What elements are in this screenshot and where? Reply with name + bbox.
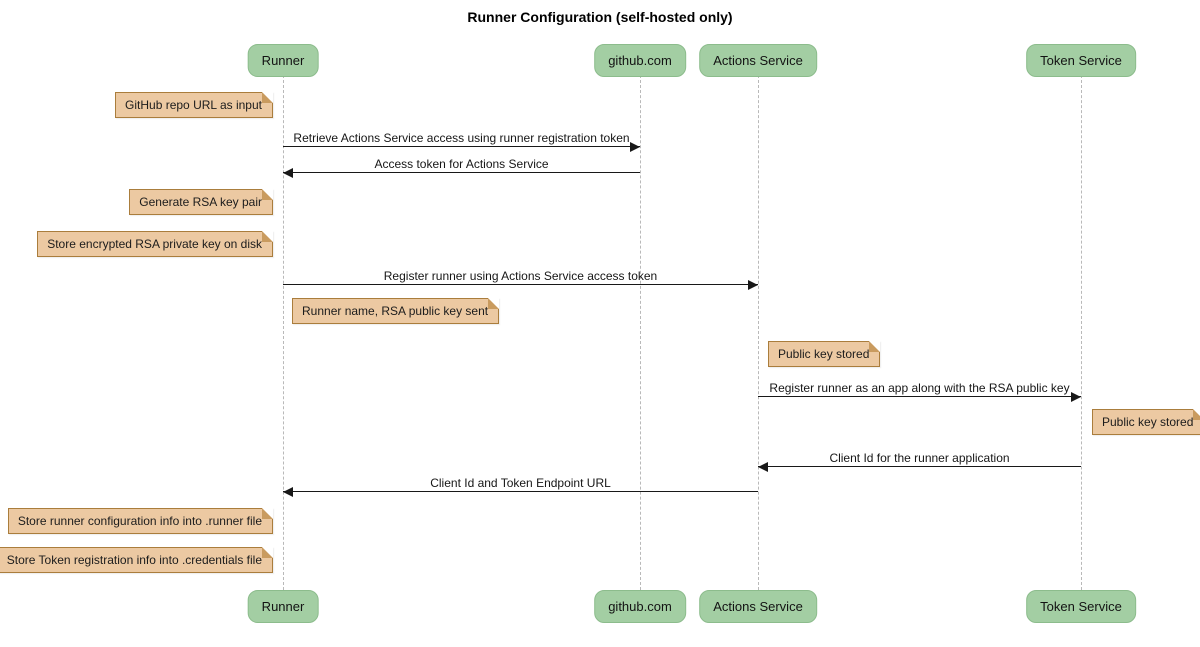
message-line <box>758 396 1081 397</box>
participant-github-bottom: github.com <box>594 590 686 623</box>
message-register-runner-app: Register runner as an app along with the… <box>758 379 1081 402</box>
lifeline-github <box>640 75 641 590</box>
message-line <box>283 491 758 492</box>
participant-runner-top: Runner <box>247 44 319 77</box>
arrowhead-right-icon <box>748 280 758 290</box>
participant-github-top: github.com <box>594 44 686 77</box>
note-generate-rsa-key-pair: Generate RSA key pair <box>129 189 273 215</box>
note-public-key-stored-token: Public key stored <box>1092 409 1200 435</box>
message-label: Retrieve Actions Service access using ru… <box>293 131 630 145</box>
arrowhead-right-icon <box>630 142 640 152</box>
note-public-key-stored-actions: Public key stored <box>768 341 881 367</box>
participant-token-service-top: Token Service <box>1026 44 1136 77</box>
message-line <box>283 284 758 285</box>
participant-actions-service-top: Actions Service <box>699 44 817 77</box>
note-store-private-key: Store encrypted RSA private key on disk <box>37 231 273 257</box>
message-label: Register runner as an app along with the… <box>769 381 1070 395</box>
note-runner-name-public-key: Runner name, RSA public key sent <box>292 298 500 324</box>
diagram-title: Runner Configuration (self-hosted only) <box>467 9 733 25</box>
message-retrieve-actions-access: Retrieve Actions Service access using ru… <box>283 129 640 152</box>
message-line <box>758 466 1081 467</box>
lifeline-runner <box>283 75 284 590</box>
note-store-token-registration: Store Token registration info into .cred… <box>0 547 274 573</box>
participant-token-service-bottom: Token Service <box>1026 590 1136 623</box>
message-line <box>283 146 640 147</box>
message-label: Client Id for the runner application <box>829 451 1010 465</box>
arrowhead-right-icon <box>1071 392 1081 402</box>
participant-runner-bottom: Runner <box>247 590 319 623</box>
note-store-runner-config: Store runner configuration info into .ru… <box>7 508 274 534</box>
participant-actions-service-bottom: Actions Service <box>699 590 817 623</box>
message-access-token: Access token for Actions Service <box>283 155 640 178</box>
arrowhead-left-icon <box>283 168 293 178</box>
arrowhead-left-icon <box>758 462 768 472</box>
message-label: Register runner using Actions Service ac… <box>383 269 658 283</box>
lifeline-actions-service <box>758 75 759 590</box>
message-register-runner: Register runner using Actions Service ac… <box>283 267 758 290</box>
message-label: Access token for Actions Service <box>374 157 549 171</box>
lifeline-token-service <box>1081 75 1082 590</box>
message-client-id-endpoint: Client Id and Token Endpoint URL <box>283 474 758 497</box>
message-client-id: Client Id for the runner application <box>758 449 1081 472</box>
arrowhead-left-icon <box>283 487 293 497</box>
message-line <box>283 172 640 173</box>
note-github-repo-url: GitHub repo URL as input <box>115 92 273 118</box>
message-label: Client Id and Token Endpoint URL <box>430 476 611 490</box>
